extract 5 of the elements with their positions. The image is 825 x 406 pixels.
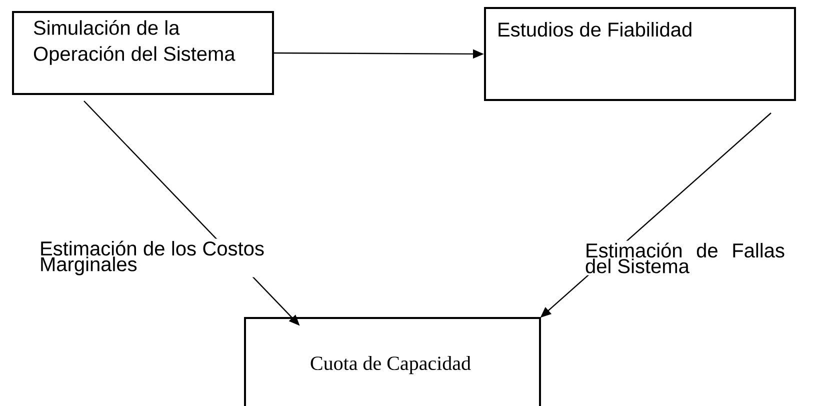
process-box: Simulación de la Operación del Sistema <box>12 11 274 95</box>
edge-label: Estimación de los Costos Marginales <box>38 238 266 278</box>
process-box: Estudios de Fiabilidad <box>484 7 796 101</box>
edge-label: Estimación de Fallas del Sistema <box>583 240 787 276</box>
process-box: Cuota de Capacidad <box>244 317 541 406</box>
